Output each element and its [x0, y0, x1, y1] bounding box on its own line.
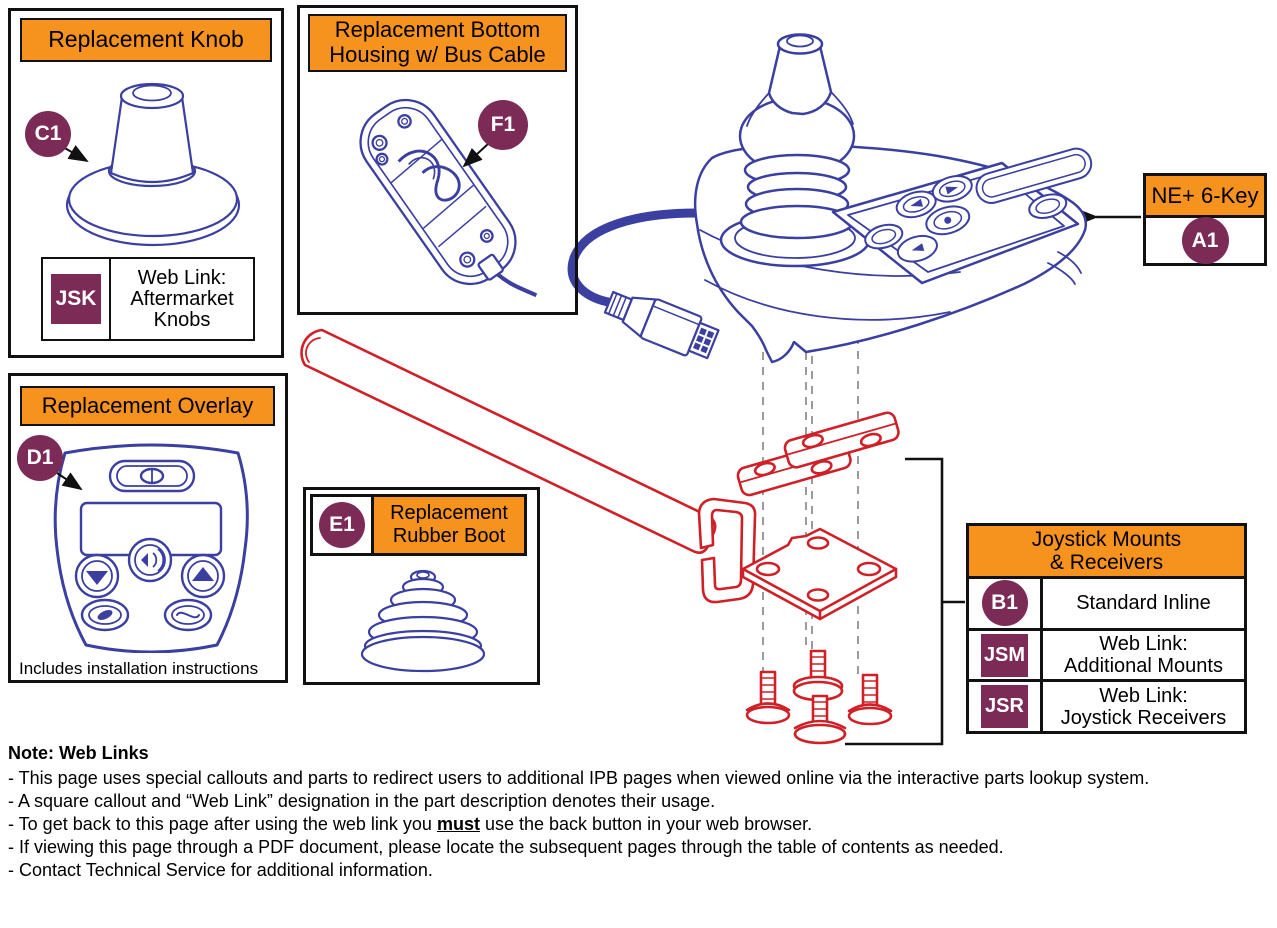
jsk-cell: JSK — [43, 259, 111, 339]
joystick-id-title: NE+ 6-Key — [1146, 176, 1264, 218]
cable-connector — [603, 290, 720, 360]
joystick-cable — [567, 208, 707, 307]
joystick-id-label: NE+ 6-Key A1 — [1143, 173, 1267, 266]
mount-screw — [847, 673, 893, 726]
housing-drawing — [359, 98, 538, 298]
overlay-panel-title: Replacement Overlay — [20, 386, 275, 426]
mount-screw — [793, 694, 847, 745]
table-row-joystick-receivers[interactable]: JSR Web Link: Joystick Receivers — [969, 679, 1244, 732]
knob-drawing — [62, 82, 241, 247]
boot-panel-title: Replacement Rubber Boot — [371, 494, 527, 556]
boot-callout-cell: E1 — [310, 494, 374, 556]
jsk-square-callout[interactable]: JSK — [51, 274, 101, 324]
mounts-receivers-table: Joystick Mounts & Receivers B1 Standard … — [966, 523, 1247, 734]
knob-callout-arrow — [62, 145, 89, 163]
housing-panel-title: Replacement Bottom Housing w/ Bus Cable — [308, 14, 567, 72]
jsk-weblink-table[interactable]: JSK Web Link: Aftermarket Knobs — [41, 257, 255, 341]
note-line: - To get back to this page after using t… — [8, 814, 813, 834]
mount-assembly-drawing — [300, 328, 900, 745]
joystick-stick — [746, 33, 854, 127]
overlay-callout-arrow — [56, 472, 83, 491]
callout-e1: E1 — [319, 502, 365, 548]
overlay-panel: Replacement Overlay — [8, 373, 288, 683]
note-line: - This page uses special callouts and pa… — [8, 768, 1150, 788]
jsr-square-callout[interactable]: JSR — [981, 685, 1028, 729]
housing-callout-arrow — [462, 143, 489, 168]
mount-plate — [741, 527, 898, 621]
table-bracket-line — [845, 457, 965, 746]
callout-d1: D1 — [17, 435, 63, 481]
note-line: - A square callout and “Web Link” design… — [8, 791, 716, 811]
note-heading: Note: Web Links — [8, 743, 149, 763]
mounts-table-title: Joystick Mounts & Receivers — [969, 526, 1244, 576]
row-label: Web Link: Joystick Receivers — [1060, 684, 1227, 729]
note-line: - Contact Technical Service for addition… — [8, 860, 433, 880]
mount-screw — [745, 670, 791, 725]
overlay-drawing — [53, 443, 249, 653]
table-row-standard-inline: B1 Standard Inline — [969, 576, 1244, 628]
boot-panel: E1 Replacement Rubber Boot — [303, 487, 540, 685]
callout-f1: F1 — [478, 100, 528, 150]
callout-c1: C1 — [25, 111, 71, 157]
table-row-additional-mounts[interactable]: JSM Web Link: Additional Mounts — [969, 627, 1244, 680]
note-line: - If viewing this page through a PDF doc… — [8, 837, 1004, 857]
weblinks-note: Note: Web Links - This page uses special… — [8, 742, 1265, 882]
boot-drawing — [360, 569, 486, 673]
row-label: Standard Inline — [1076, 592, 1211, 615]
joystick-boot — [719, 96, 871, 268]
mount-hook — [697, 497, 757, 604]
clamp-bar — [783, 411, 900, 469]
jsk-weblink-label: Web Link: Aftermarket Knobs — [130, 266, 234, 331]
joystick-keypad — [831, 147, 1093, 285]
callout-a1: A1 — [1181, 217, 1229, 264]
housing-panel: Replacement Bottom Housing w/ Bus Cable — [297, 5, 578, 315]
jsm-square-callout[interactable]: JSM — [981, 633, 1028, 677]
row-label: Web Link: Additional Mounts — [1064, 633, 1223, 677]
mount-screw — [792, 649, 844, 702]
alignment-dashed-lines — [762, 336, 859, 696]
mount-tube — [300, 328, 717, 554]
knob-panel: Replacement Knob C1 — [8, 8, 284, 358]
callout-b1: B1 — [981, 580, 1028, 627]
knob-panel-title: Replacement Knob — [20, 18, 272, 62]
overlay-caption: Includes installation instructions — [19, 659, 259, 678]
joystick-drawing — [567, 33, 1093, 364]
